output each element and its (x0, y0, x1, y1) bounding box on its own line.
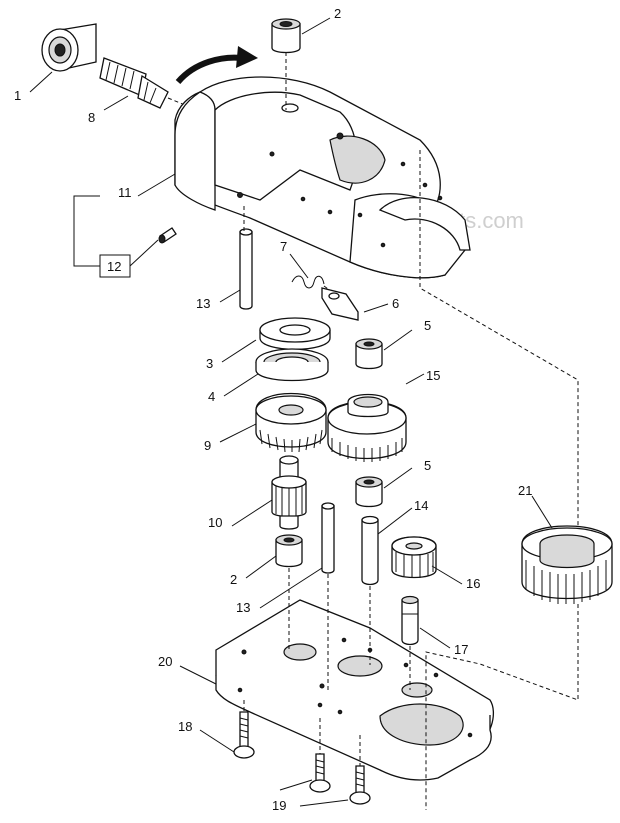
part-18-screw[interactable] (233, 711, 255, 759)
part-19-screw-right[interactable] (349, 765, 371, 805)
part-10-pinion-shaft[interactable] (271, 455, 307, 530)
callout-18: 18 (178, 719, 192, 734)
part-11-housing[interactable] (174, 76, 471, 279)
callout-3: 3 (206, 356, 213, 371)
part-2-bushing-lower[interactable] (275, 534, 303, 568)
part-13-pin-upper[interactable] (239, 228, 253, 310)
callout-6: 6 (392, 296, 399, 311)
part-12-set-screw[interactable] (158, 227, 177, 244)
part-15-spur-gear[interactable] (327, 393, 407, 463)
callout-14: 14 (414, 498, 428, 513)
part-17-stud[interactable] (401, 595, 419, 646)
callout-19: 19 (272, 798, 286, 813)
callout-13: 13 (196, 296, 210, 311)
callout-5b: 5 (424, 458, 431, 473)
part-20-base-plate[interactable] (215, 599, 494, 781)
part-19-screw-left[interactable] (309, 753, 331, 793)
part-6-latch-block[interactable] (321, 287, 359, 321)
callout-7: 7 (280, 239, 287, 254)
assembly-guide-lines (243, 52, 579, 810)
part-21-ring-gear[interactable] (521, 525, 613, 604)
part-1-bearing[interactable] (41, 23, 97, 72)
part-2-bushing-top[interactable] (271, 18, 301, 54)
part-4-thrust-bearing[interactable] (255, 348, 329, 382)
callout-13b: 13 (236, 600, 250, 615)
part-5-needle-bearing-upper[interactable] (355, 338, 383, 370)
part-8-pinion-gear[interactable] (99, 57, 186, 109)
callout-2b: 2 (230, 572, 237, 587)
part-14-shaft[interactable] (361, 515, 379, 586)
callout-8: 8 (88, 110, 95, 125)
callout-15: 15 (426, 368, 440, 383)
callout-1: 1 (14, 88, 21, 103)
callout-17: 17 (454, 642, 468, 657)
part-16-small-gear[interactable] (391, 536, 437, 579)
callout-10: 10 (208, 515, 222, 530)
callout-11: 11 (118, 185, 132, 200)
leader-lines (29, 17, 553, 807)
part-3-thrust-washer[interactable] (259, 317, 331, 350)
callout-5: 5 (424, 318, 431, 333)
callout-12: 12 (107, 259, 121, 274)
callout-labels: 1 2 8 11 12 7 13 6 5 3 15 4 9 5 21 14 10… (14, 6, 532, 813)
callout-2: 2 (334, 6, 341, 21)
callout-9: 9 (204, 438, 211, 453)
part-13-pin-lower[interactable] (321, 502, 335, 574)
rotation-arrow-icon (175, 46, 258, 85)
part-9-crown-gear[interactable] (255, 392, 327, 453)
callout-12-box (99, 254, 131, 278)
callout-16: 16 (466, 576, 480, 591)
callout-21: 21 (518, 483, 532, 498)
part-5-needle-bearing-lower[interactable] (355, 476, 383, 508)
callout-4: 4 (208, 389, 215, 404)
callout-20: 20 (158, 654, 172, 669)
